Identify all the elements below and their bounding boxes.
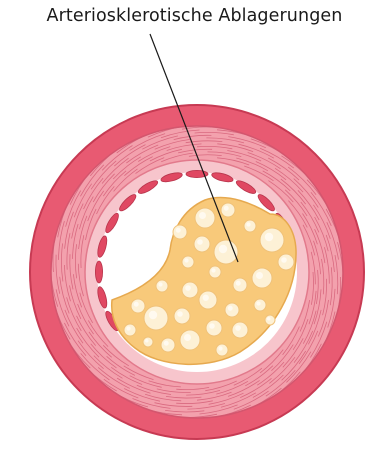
lipid-bubble-highlight <box>176 228 181 233</box>
lipid-bubble-highlight <box>134 302 139 307</box>
lipid-bubble-highlight <box>126 326 130 330</box>
lipid-bubble <box>232 322 248 338</box>
lipid-bubble <box>195 208 215 228</box>
lipid-bubble <box>182 256 194 268</box>
lipid-bubble <box>225 303 239 317</box>
lipid-bubble-highlight <box>199 212 206 219</box>
lipid-bubble <box>156 280 168 292</box>
lipid-bubble-highlight <box>203 295 209 301</box>
lipid-bubble-highlight <box>256 272 263 279</box>
lipid-bubble-highlight <box>267 317 271 321</box>
lipid-bubble <box>216 344 228 356</box>
lipid-bubble <box>144 306 168 330</box>
lipid-bubble-highlight <box>177 311 183 317</box>
lipid-bubble <box>252 268 272 288</box>
lipid-bubble <box>278 254 294 270</box>
lipid-bubble-highlight <box>184 334 191 341</box>
lipid-bubble-highlight <box>158 282 162 286</box>
lipid-bubble-highlight <box>197 239 203 245</box>
lipid-bubble-highlight <box>149 311 157 319</box>
lipid-bubble <box>182 282 198 298</box>
lipid-bubble <box>173 225 187 239</box>
lipid-bubble-highlight <box>209 323 215 329</box>
lipid-bubble-highlight <box>224 206 229 211</box>
lipid-bubble <box>244 220 256 232</box>
lipid-bubble <box>194 236 210 252</box>
lipid-bubble <box>209 266 221 278</box>
lipid-bubble <box>260 228 284 252</box>
lipid-bubble-highlight <box>184 258 188 262</box>
lipid-bubble <box>161 338 175 352</box>
lipid-bubble <box>131 299 145 313</box>
lipid-bubble <box>221 203 235 217</box>
endothelial-cell <box>95 261 102 283</box>
lipid-bubble-highlight <box>218 346 222 350</box>
lipid-bubble-highlight <box>235 325 241 331</box>
lipid-bubble <box>143 337 153 347</box>
lipid-bubble <box>174 308 190 324</box>
lipid-bubble-highlight <box>236 281 241 286</box>
lipid-bubble-highlight <box>256 301 260 305</box>
lipid-bubble <box>199 291 217 309</box>
lipid-bubble-highlight <box>219 245 227 253</box>
lipid-bubble <box>254 299 266 311</box>
lipid-bubble-highlight <box>228 306 233 311</box>
lipid-bubble <box>233 278 247 292</box>
lipid-bubble-highlight <box>145 339 149 343</box>
lipid-bubble-highlight <box>265 233 273 241</box>
lipid-bubble-highlight <box>246 222 250 226</box>
lipid-bubble-highlight <box>281 257 287 263</box>
lipid-bubble <box>180 330 200 350</box>
lipid-bubble-highlight <box>185 285 191 291</box>
lipid-bubble <box>265 315 275 325</box>
lipid-bubble <box>206 320 222 336</box>
lipid-bubble <box>124 324 136 336</box>
lipid-bubble-highlight <box>211 268 215 272</box>
lipid-bubble-highlight <box>164 341 169 346</box>
